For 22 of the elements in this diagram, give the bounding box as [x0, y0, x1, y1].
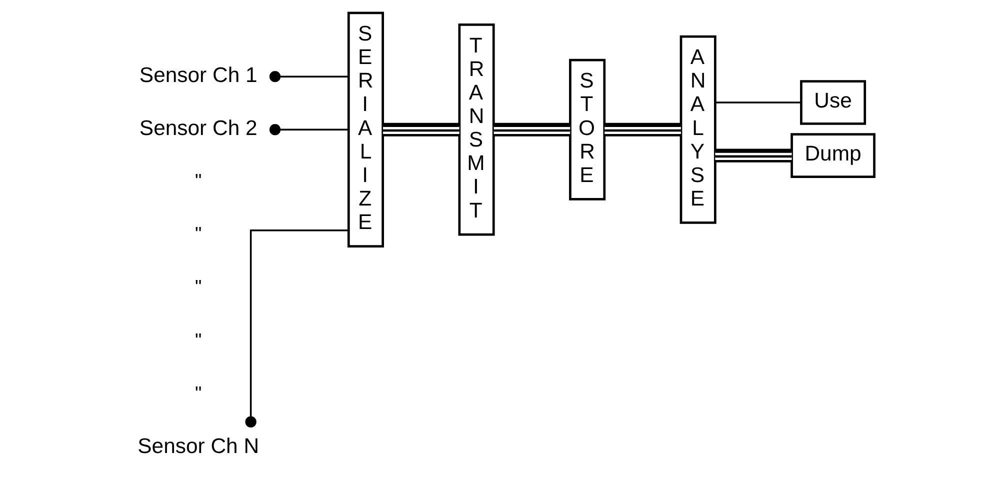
label: ": [195, 223, 202, 244]
node-text: Sensor Ch N: [138, 435, 260, 458]
label: ": [195, 382, 202, 404]
node-box: ANALYSE: [680, 35, 716, 224]
connector: [715, 102, 802, 104]
node-text: Sensor Ch 1: [139, 64, 258, 87]
node-box: Use: [800, 80, 866, 125]
connector: [245, 230, 348, 428]
connector: [604, 122, 681, 136]
connector: [269, 71, 349, 82]
connector: [494, 122, 570, 136]
node-box: Dump: [790, 133, 876, 178]
label: ": [195, 329, 202, 350]
node-box: STORE: [569, 58, 606, 200]
connector: [269, 124, 349, 136]
label: ": [195, 276, 202, 298]
node-box: TRANSMIT: [458, 24, 495, 236]
connector: [383, 122, 460, 136]
connector: [715, 148, 792, 162]
label: ": [195, 170, 202, 192]
node-box: SERIALIZE: [347, 12, 384, 248]
node-text: Sensor Ch 2: [139, 116, 258, 140]
